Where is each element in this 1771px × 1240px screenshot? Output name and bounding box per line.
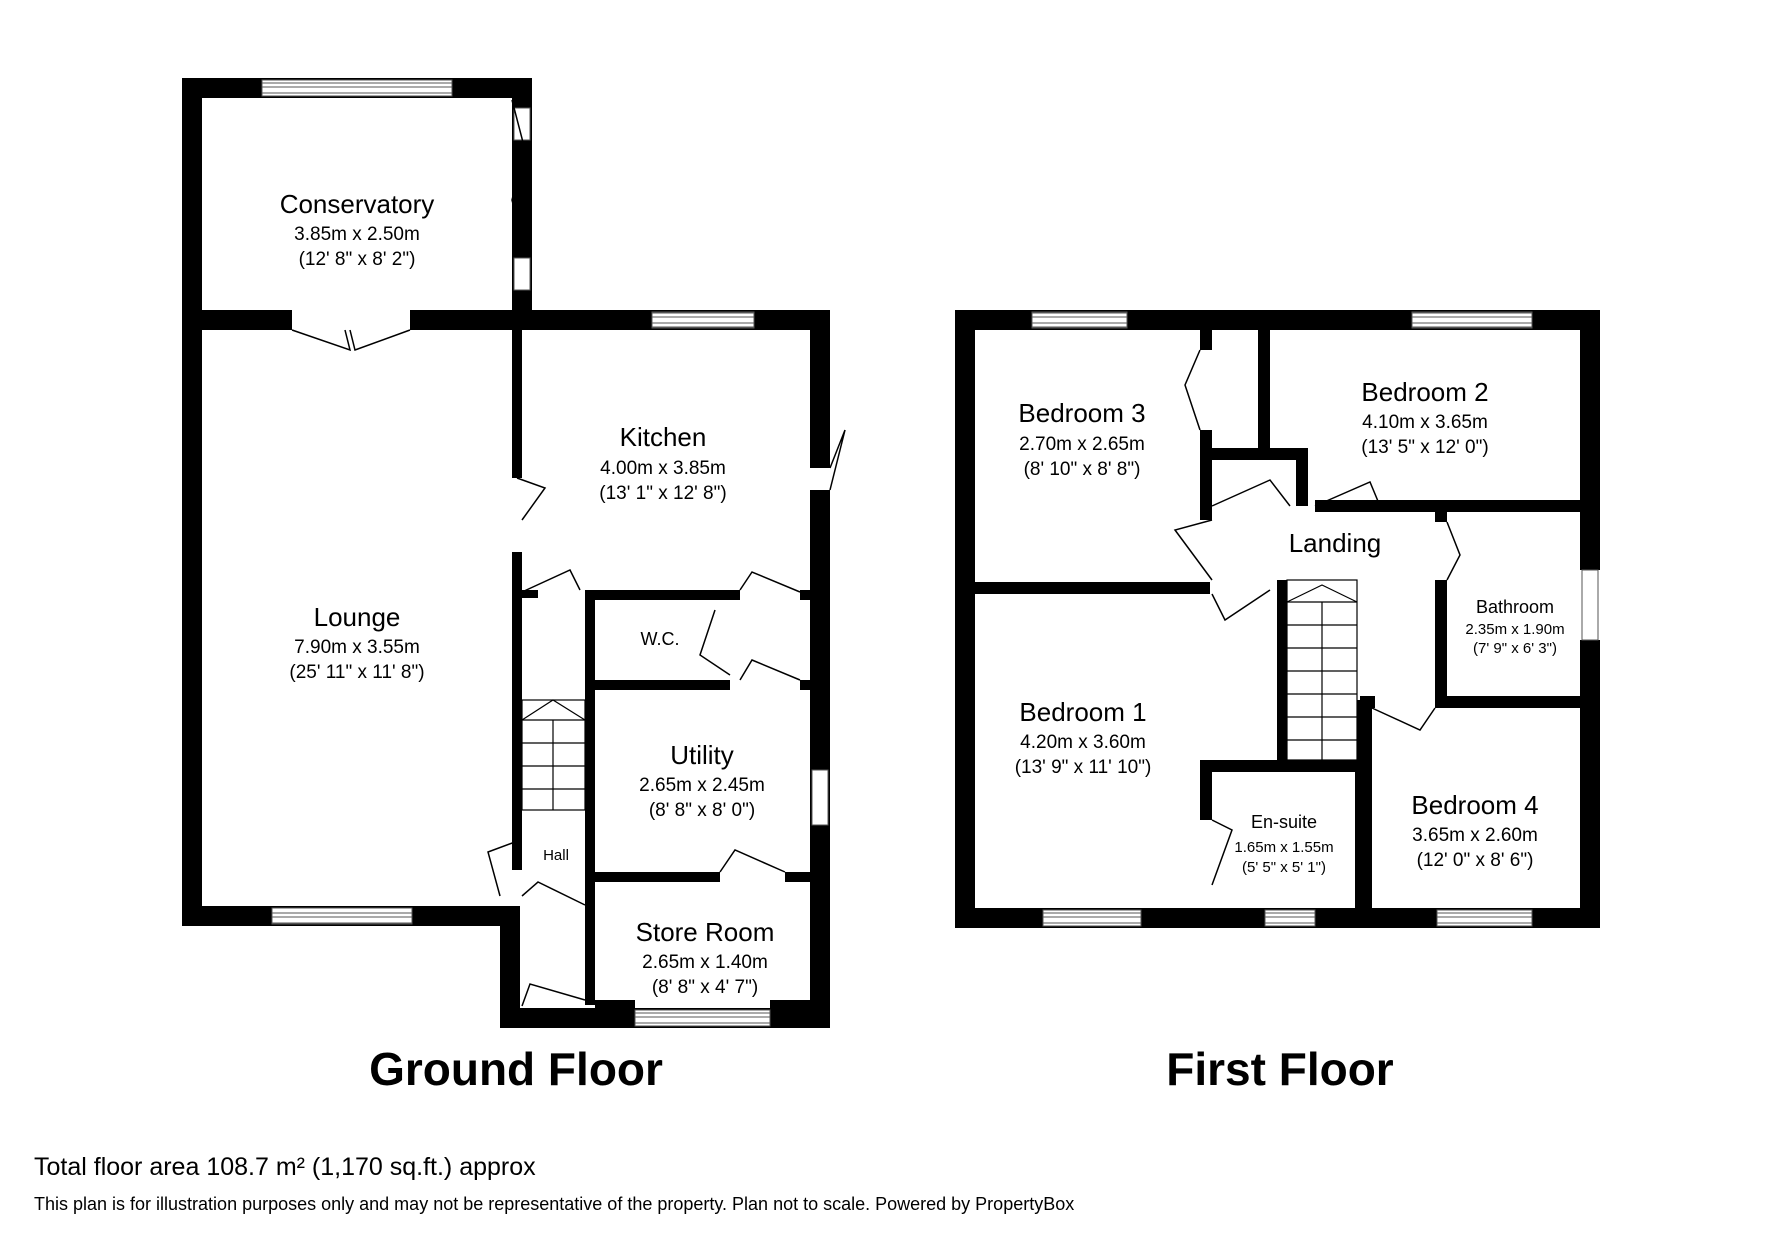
staircase-icon [1286, 579, 1358, 761]
utility-dimensions: 2.65m x 2.45m [639, 775, 765, 796]
door-icon [739, 571, 801, 593]
door-icon [521, 569, 581, 593]
door-icon [1211, 819, 1233, 886]
store-room-name: Store Room [636, 917, 775, 947]
lounge-name: Lounge [314, 602, 401, 632]
first-floor-labels: Bedroom 3 2.70m x 2.65m (8' 10" x 8' 8")… [1015, 377, 1565, 1095]
store-room-dimensions-imperial: (8' 8" x 4' 7") [652, 977, 758, 998]
door-icon [699, 609, 731, 676]
bedroom3-dimensions-imperial: (8' 10" x 8' 8") [1024, 459, 1141, 480]
ground-floor-plan: Conservatory 3.85m x 2.50m (12' 8" x 8' … [182, 78, 846, 1095]
door-icon [1211, 589, 1271, 622]
door-icon [487, 841, 516, 897]
door-icon [719, 849, 786, 873]
kitchen-dimensions-imperial: (13' 1" x 12' 8") [599, 483, 726, 504]
window-icon [1581, 569, 1599, 641]
ground-floor-walls [182, 78, 830, 1028]
door-icon [511, 99, 526, 251]
window-icon [261, 79, 453, 97]
window-icon [811, 769, 829, 826]
store-room-dimensions: 2.65m x 1.40m [642, 952, 768, 973]
utility-name: Utility [670, 740, 734, 770]
bedroom4-dimensions-imperial: (12' 0" x 8' 6") [1417, 850, 1534, 871]
bedroom1-dimensions-imperial: (13' 9" x 11' 10") [1015, 757, 1152, 778]
first-floor-plan: Bedroom 3 2.70m x 2.65m (8' 10" x 8' 8")… [955, 310, 1600, 1095]
bedroom2-name: Bedroom 2 [1361, 377, 1488, 407]
window-icon [513, 257, 531, 291]
first-floor-title: First Floor [1166, 1043, 1394, 1095]
window-icon [1436, 909, 1533, 927]
window-icon [1031, 311, 1128, 329]
kitchen-name: Kitchen [620, 422, 707, 452]
conservatory-name: Conservatory [280, 189, 435, 219]
door-icon [521, 881, 586, 906]
ground-floor-labels: Conservatory 3.85m x 2.50m (12' 8" x 8' … [280, 189, 775, 1095]
ensuite-name: En-suite [1251, 812, 1317, 832]
kitchen-dimensions: 4.00m x 3.85m [600, 458, 726, 479]
door-icon [1371, 707, 1436, 731]
ground-floor-doors [291, 99, 846, 1007]
bathroom-dimensions: 2.35m x 1.90m [1465, 621, 1564, 638]
staircase-icon [521, 699, 586, 811]
window-icon [271, 907, 413, 925]
utility-dimensions-imperial: (8' 8" x 8' 0") [649, 800, 755, 821]
disclaimer-text: This plan is for illustration purposes o… [34, 1194, 1075, 1214]
bedroom3-dimensions: 2.70m x 2.65m [1019, 434, 1145, 455]
bedroom1-dimensions: 4.20m x 3.60m [1020, 732, 1146, 753]
door-icon [1446, 521, 1461, 581]
ground-floor-windows [261, 79, 829, 1027]
window-icon [634, 1009, 771, 1027]
window-icon [1411, 311, 1533, 329]
bedroom2-dimensions: 4.10m x 3.65m [1362, 412, 1488, 433]
bedroom4-dimensions: 3.65m x 2.60m [1412, 825, 1538, 846]
window-icon [1264, 909, 1316, 927]
door-icon [521, 983, 586, 1007]
door-icon [291, 329, 411, 352]
hall-name: Hall [543, 847, 569, 864]
ensuite-dimensions: 1.65m x 1.55m [1234, 839, 1333, 856]
conservatory-dimensions-imperial: (12' 8" x 8' 2") [299, 249, 416, 270]
window-icon [513, 107, 531, 141]
bedroom3-name: Bedroom 3 [1018, 398, 1145, 428]
door-icon [1314, 481, 1381, 507]
bathroom-name: Bathroom [1476, 597, 1554, 617]
bathroom-dimensions-imperial: (7' 9" x 6' 3") [1473, 640, 1557, 657]
door-icon [739, 659, 801, 681]
first-floor-doors [1173, 349, 1461, 886]
door-icon [1173, 519, 1213, 581]
conservatory-dimensions: 3.85m x 2.50m [294, 224, 420, 245]
bedroom4-name: Bedroom 4 [1411, 790, 1538, 820]
ground-floor-title: Ground Floor [369, 1043, 663, 1095]
door-icon [1211, 479, 1291, 507]
lounge-dimensions: 7.90m x 3.55m [294, 637, 420, 658]
first-floor-windows [1031, 311, 1599, 927]
lounge-dimensions-imperial: (25' 11" x 11' 8") [289, 662, 424, 683]
window-icon [1042, 909, 1142, 927]
wc-name: W.C. [641, 629, 680, 649]
door-icon [1184, 349, 1201, 431]
bedroom1-name: Bedroom 1 [1019, 697, 1146, 727]
ensuite-dimensions-imperial: (5' 5" x 5' 1") [1242, 859, 1326, 876]
landing-name: Landing [1289, 528, 1382, 558]
door-icon [516, 477, 547, 521]
window-icon [651, 311, 755, 329]
total-floor-area: Total floor area 108.7 m² (1,170 sq.ft.)… [34, 1153, 536, 1181]
bedroom2-dimensions-imperial: (13' 5" x 12' 0") [1361, 437, 1488, 458]
door-icon [829, 429, 846, 491]
